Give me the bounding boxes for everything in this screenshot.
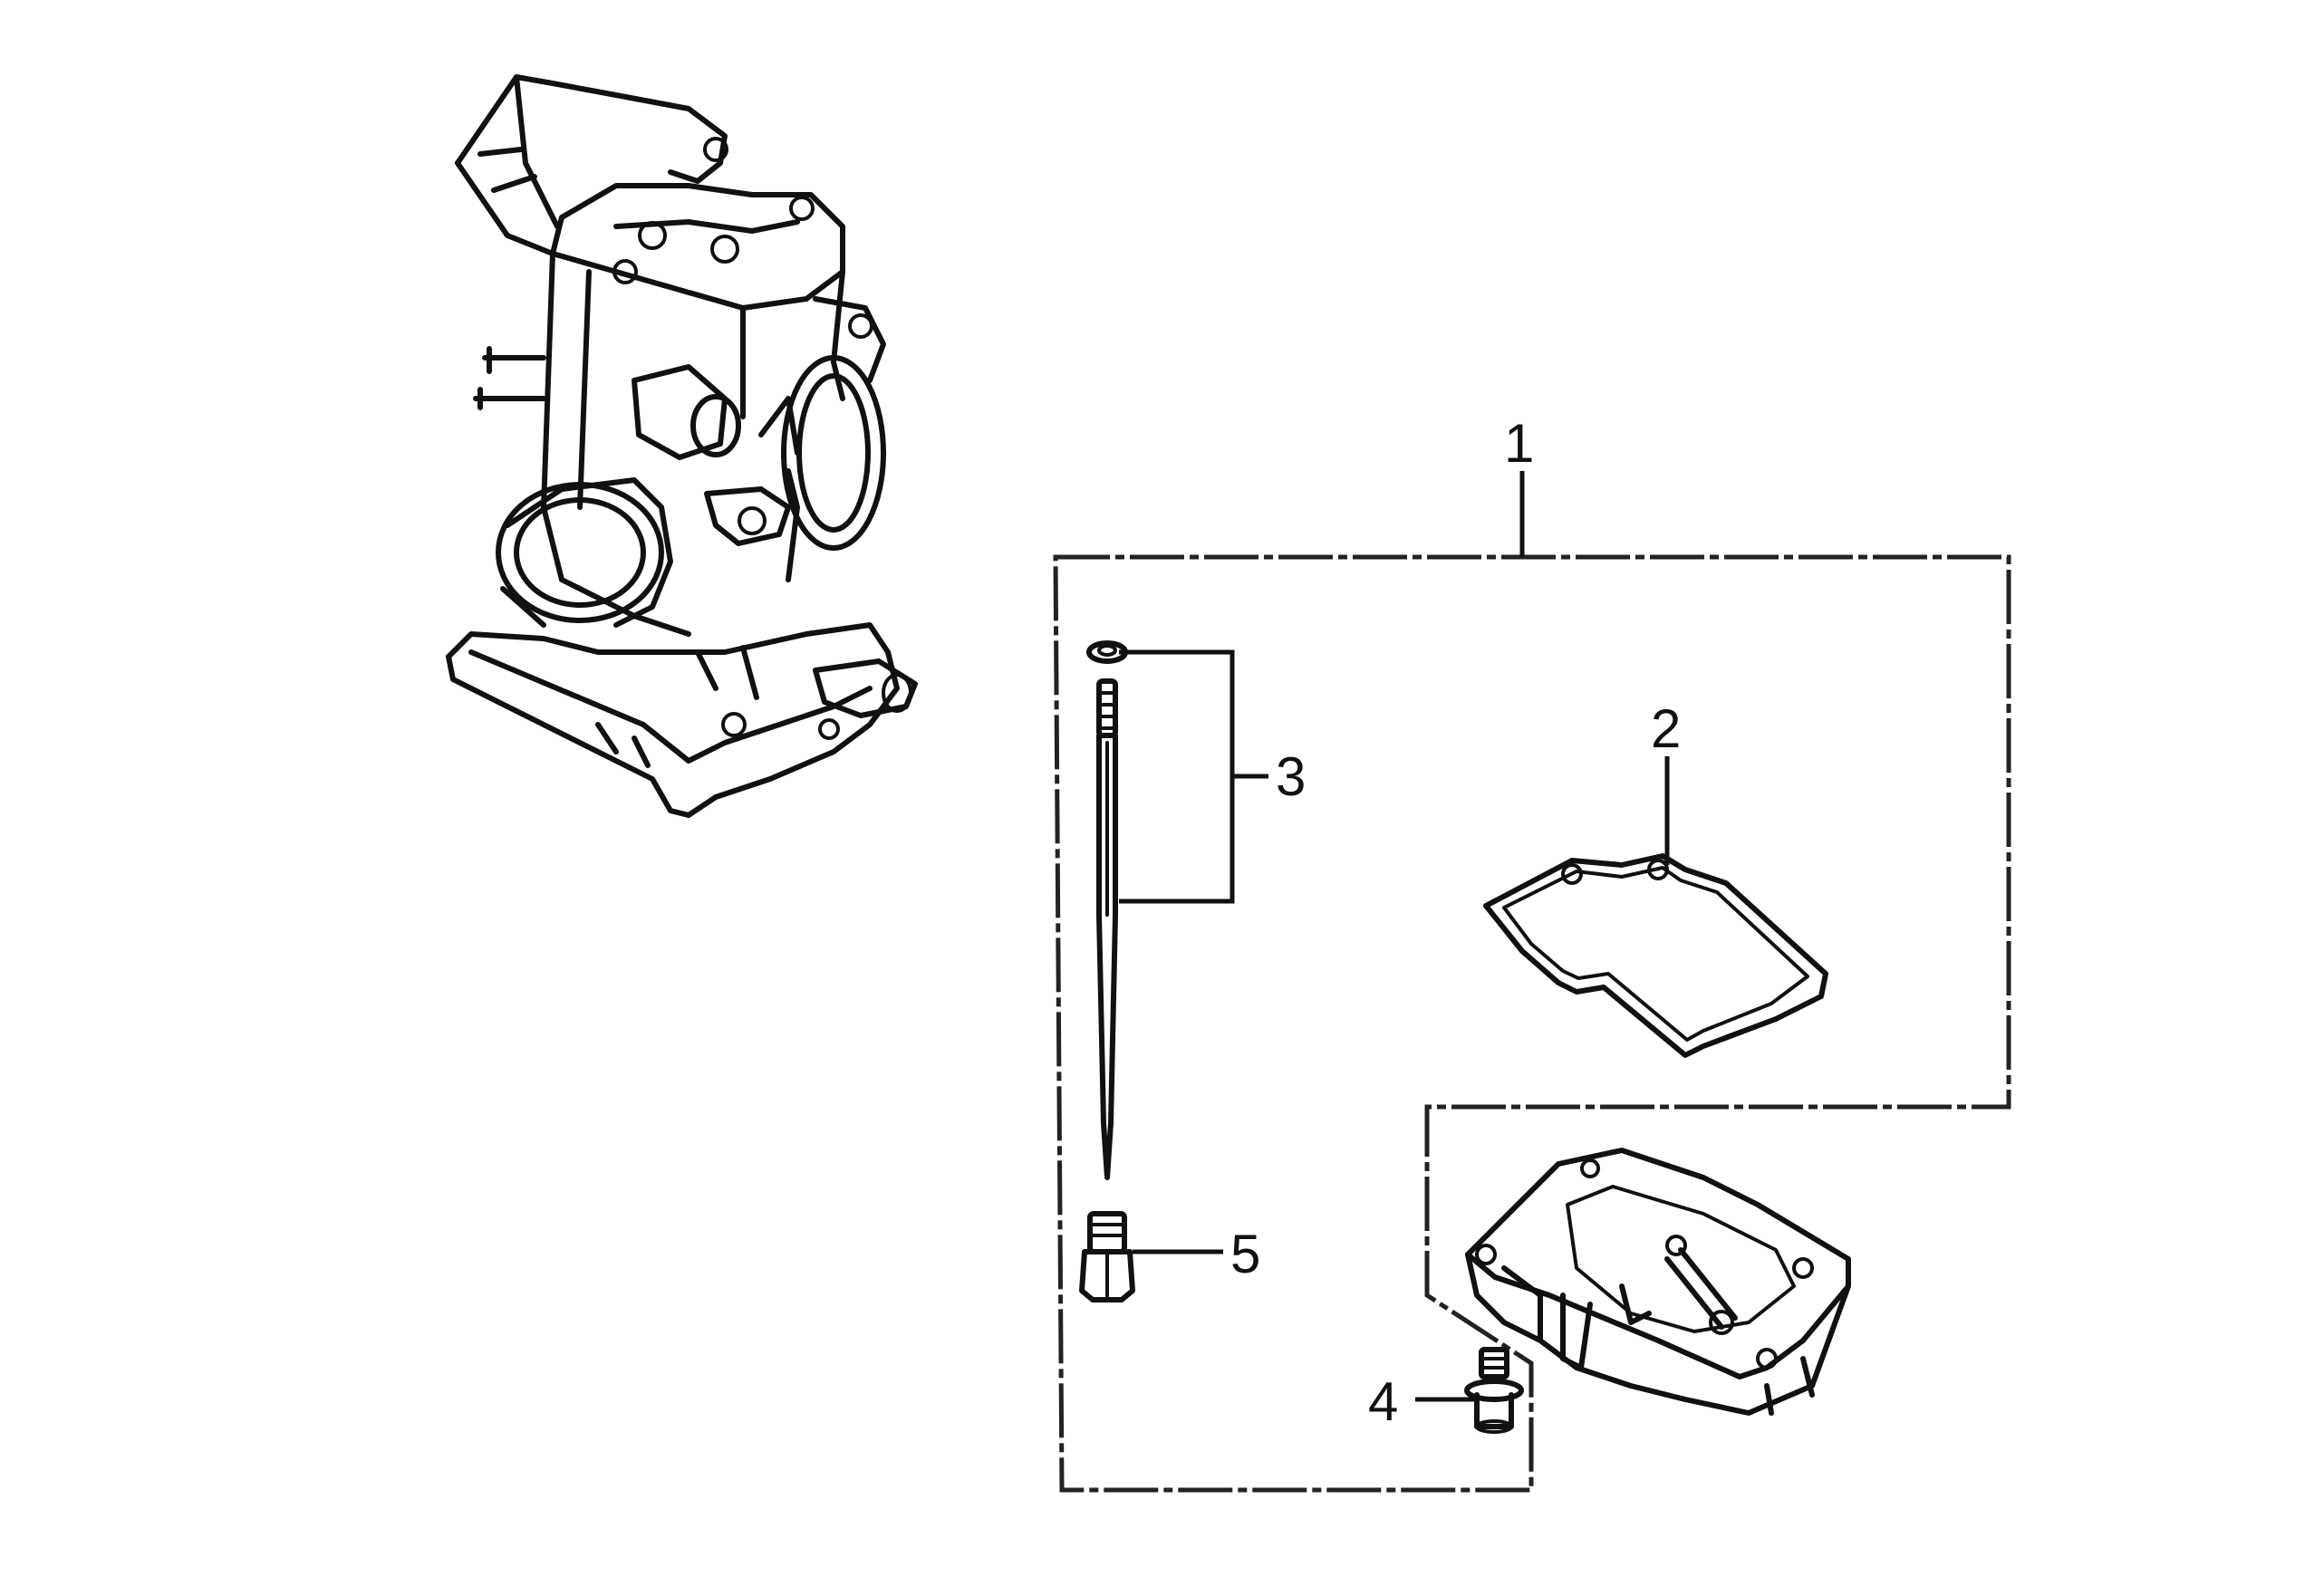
jet-needle-part [1086,640,1128,1180]
callout-1: 1 [1504,413,1534,474]
leader-lines [1119,649,1670,1402]
callout-2: 2 [1651,698,1681,759]
callout-5: 5 [1230,1224,1260,1284]
callout-4: 4 [1368,1371,1398,1432]
float-bowl-part [1465,1148,1851,1416]
kit-boundary [1053,471,2011,1493]
drain-screw-part [1464,1347,1524,1434]
carburetor-assembly-illustration [446,74,918,818]
callout-3: 3 [1276,746,1306,807]
gasket-part [1483,853,1828,1058]
main-jet-part [1079,1211,1135,1302]
